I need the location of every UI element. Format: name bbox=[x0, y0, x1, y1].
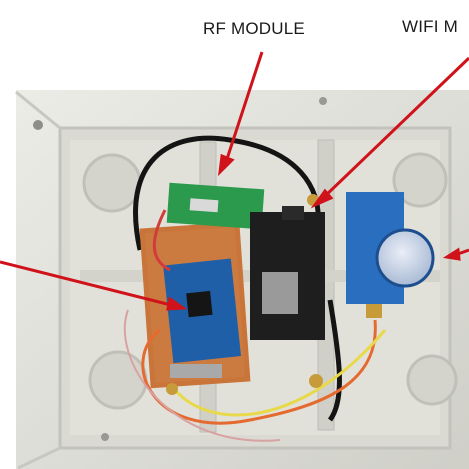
rf-module-label: RF MODULE bbox=[203, 19, 305, 38]
antenna-cable bbox=[133, 135, 321, 251]
jumper-wires bbox=[123, 209, 387, 442]
callout-arrows bbox=[0, 51, 469, 311]
rf-module-board bbox=[166, 182, 265, 230]
wifi-module-label: WIFI M bbox=[402, 17, 458, 36]
wifi-module-board bbox=[250, 206, 325, 340]
sensor-board bbox=[346, 192, 435, 318]
arduino-board bbox=[163, 258, 242, 378]
